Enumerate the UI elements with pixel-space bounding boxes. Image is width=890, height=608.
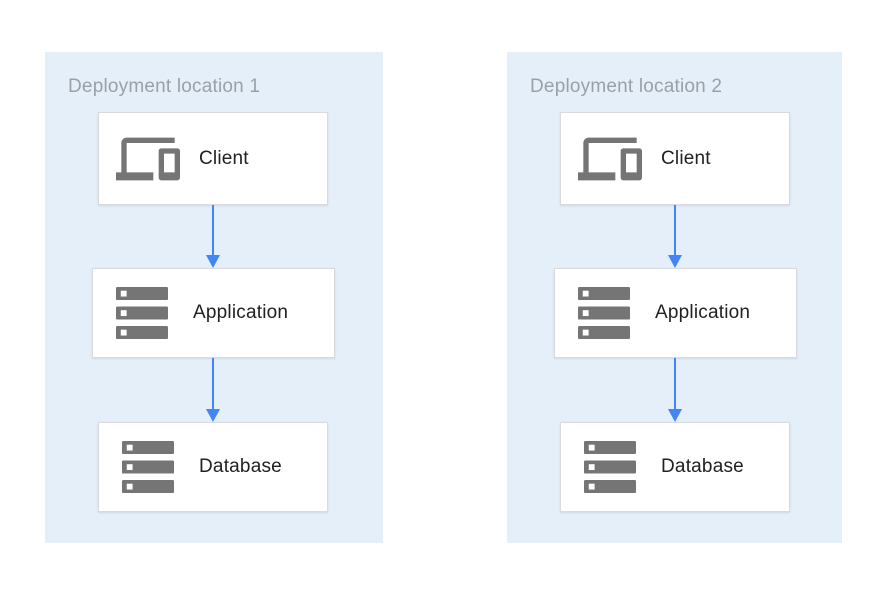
arrow-line: [212, 358, 214, 417]
node-label: Database: [661, 456, 744, 477]
arrow-line: [212, 205, 214, 263]
server-stack-icon: [109, 282, 175, 344]
node-application: Application: [554, 268, 797, 358]
deployment-location-2-group: Deployment location 2 Client Application: [507, 52, 842, 543]
arrow-head-icon: [668, 255, 682, 268]
group-title: Deployment location 2: [530, 76, 723, 97]
node-label: Application: [655, 302, 751, 323]
node-label: Application: [193, 302, 289, 323]
node-label: Client: [199, 147, 249, 169]
node-database: Database: [560, 422, 790, 512]
server-stack-icon: [571, 282, 637, 344]
arrow-head-icon: [668, 409, 682, 422]
arrow-head-icon: [206, 409, 220, 422]
node-application: Application: [92, 268, 335, 358]
server-stack-icon: [115, 436, 181, 498]
arrow-application-to-database: [206, 358, 220, 422]
arrow-line: [674, 205, 676, 263]
server-stack-icon: [577, 436, 643, 498]
devices-icon: [115, 128, 181, 190]
node-client: Client: [98, 112, 328, 205]
node-label: Client: [661, 147, 711, 169]
group-title: Deployment location 1: [68, 76, 261, 97]
arrow-application-to-database: [668, 358, 682, 422]
arrow-head-icon: [206, 255, 220, 268]
deployment-location-1-group: Deployment location 1 Client Application: [45, 52, 383, 543]
node-database: Database: [98, 422, 328, 512]
arrow-client-to-application: [206, 205, 220, 268]
node-client: Client: [560, 112, 790, 205]
node-label: Database: [199, 456, 282, 477]
arrow-line: [674, 358, 676, 417]
arrow-client-to-application: [668, 205, 682, 268]
devices-icon: [577, 128, 643, 190]
